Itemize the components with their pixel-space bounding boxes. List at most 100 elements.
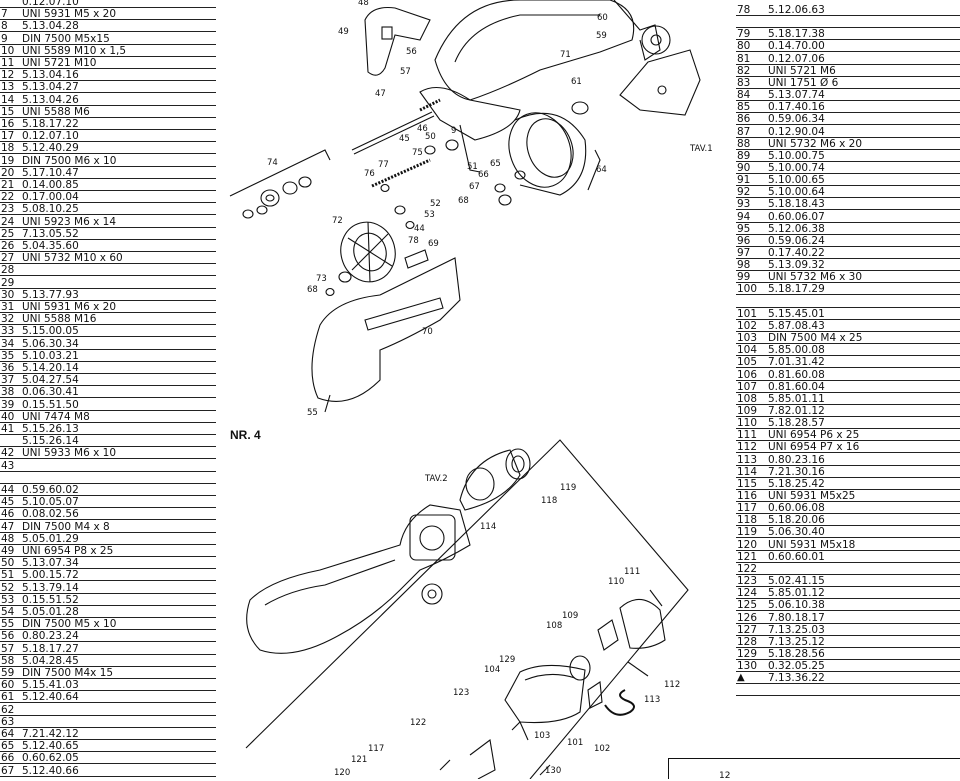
part-code: 5.15.26.13 [22, 423, 79, 435]
part-code: 0.60.06.08 [768, 502, 825, 515]
callout-118: 118 [541, 496, 557, 506]
part-code: 5.06.30.34 [22, 337, 79, 350]
item-number: 53 [1, 593, 15, 606]
callout-121: 121 [351, 755, 367, 765]
table-row: 0.12.07.10 [0, 0, 216, 8]
item-number: 127 [737, 623, 758, 636]
part-code: 5.13.77.93 [22, 288, 79, 301]
part-code: 7.01.31.42 [768, 356, 825, 369]
item-number: 46 [1, 508, 15, 521]
item-number: 63 [1, 715, 15, 728]
part-code: 5.12.40.65 [22, 740, 79, 753]
item-number: 49 [1, 545, 15, 557]
part-code: 5.12.06.38 [768, 222, 825, 235]
item-number: 80 [737, 40, 751, 53]
table-row: 5.15.26.14 [0, 435, 216, 448]
part-code: 5.12.06.63 [768, 4, 825, 16]
part-code: 7.13.25.12 [768, 635, 825, 648]
item-number: 120 [737, 538, 758, 551]
part-code: 7.21.30.16 [768, 465, 825, 478]
item-number: 103 [737, 332, 758, 345]
part-code: 5.18.18.43 [768, 198, 825, 211]
item-number: 106 [737, 368, 758, 381]
exploded-drawing: 48 49 60 59 56 71 57 47 61 46 9 50 45 75… [229, 0, 713, 779]
callout-114: 114 [480, 522, 496, 532]
part-code: 0.81.60.04 [768, 380, 825, 393]
table-row [736, 684, 960, 697]
item-number: 17 [1, 130, 15, 143]
part-code: 0.59.06.34 [768, 113, 825, 126]
callout-119: 119 [560, 483, 576, 493]
item-number: 128 [737, 635, 758, 648]
section-title: NR. 4 [230, 428, 261, 442]
item-number: 99 [737, 271, 751, 284]
part-code: 7.13.05.52 [22, 227, 79, 240]
part-code: 5.15.00.05 [22, 325, 79, 338]
item-number: 13 [1, 81, 15, 94]
item-number: 18 [1, 142, 15, 155]
callout-60: 60 [597, 13, 608, 23]
item-number: 83 [737, 76, 751, 89]
item-number: 42 [1, 447, 15, 460]
item-number: 89 [737, 149, 751, 162]
callout-52: 52 [430, 199, 441, 209]
item-number: 34 [1, 337, 15, 350]
item-number: 87 [737, 125, 751, 138]
callout-76: 76 [364, 169, 375, 179]
item-number: 82 [737, 64, 751, 77]
part-code: 5.04.35.60 [22, 240, 79, 252]
table-row: 122 [736, 563, 960, 575]
item-number: 109 [737, 404, 758, 417]
item-number: 92 [737, 186, 751, 199]
item-number: 39 [1, 398, 15, 411]
callout-tav1: TAV.1 [689, 144, 713, 154]
part-code: 0.32.05.25 [768, 660, 825, 673]
item-number: 85 [737, 101, 751, 114]
callout-101: 101 [567, 738, 583, 748]
callout-77: 77 [378, 160, 389, 170]
callout-49: 49 [338, 27, 349, 37]
callout-tav2: TAV.2 [424, 474, 448, 484]
item-number: 86 [737, 113, 751, 126]
item-number: 98 [737, 259, 751, 272]
callout-78: 78 [408, 236, 419, 246]
part-code: UNI 5589 M10 x 1,5 [22, 44, 127, 57]
part-code: 0.12.07.06 [768, 52, 825, 65]
callout-71: 71 [560, 50, 571, 60]
table-row [736, 296, 960, 308]
callout-59: 59 [596, 31, 607, 41]
part-code: UNI 5931 M6 x 20 [22, 301, 117, 313]
item-number: 55 [1, 618, 15, 631]
item-number: 7 [1, 8, 8, 21]
item-number: 40 [1, 410, 15, 423]
callout-64: 64 [596, 165, 607, 175]
callout-61: 61 [571, 77, 582, 87]
item-number: 21 [1, 179, 15, 191]
item-number: 100 [737, 283, 758, 296]
table-row: 117 0.60.06.08 [736, 502, 960, 515]
item-number: 117 [737, 502, 758, 515]
